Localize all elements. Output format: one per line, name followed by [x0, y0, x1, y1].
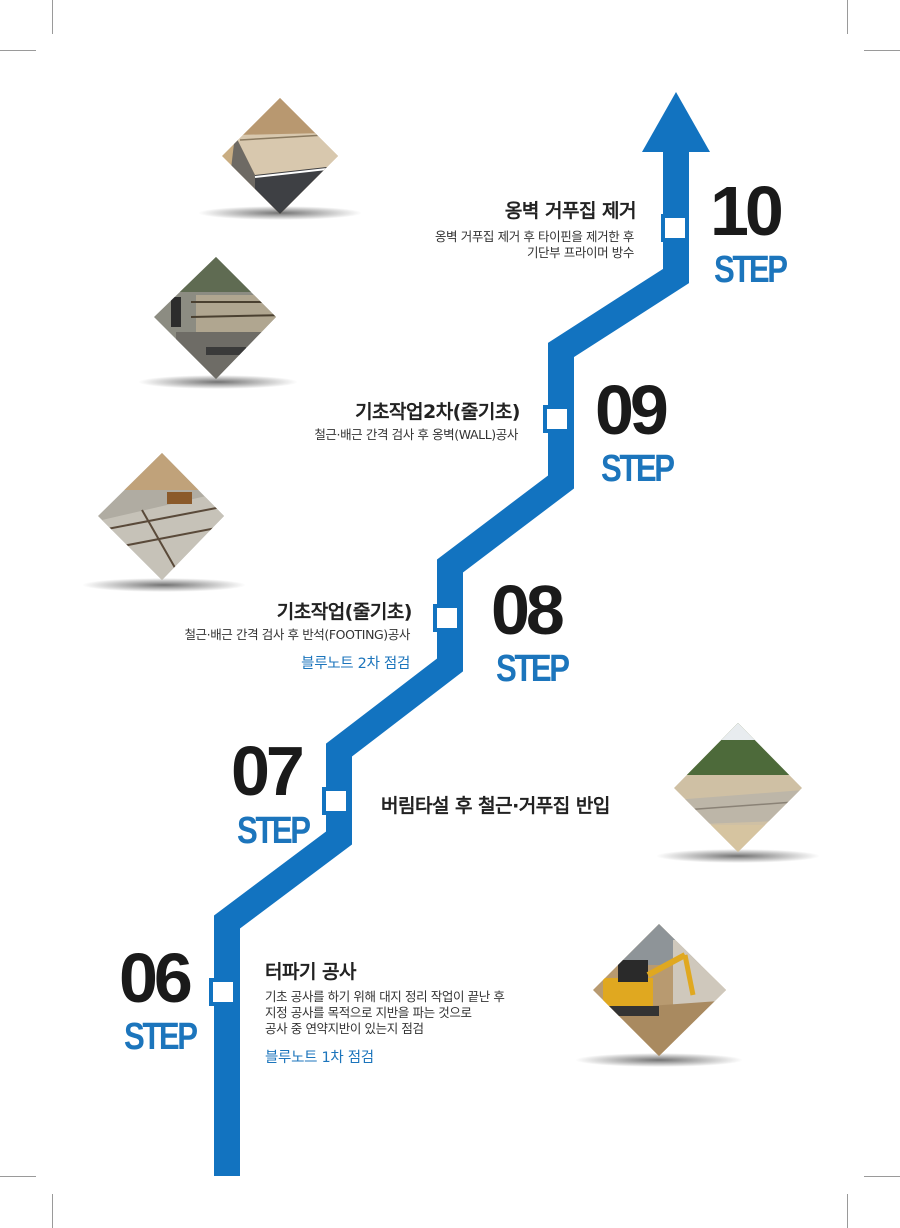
foundation-wall-photo [198, 98, 362, 220]
step-07-title: 버림타설 후 철근·거푸집 반입 [381, 795, 610, 817]
step-10-description-line: 기단부 프라이머 방수 [526, 245, 634, 260]
crop-mark [52, 1194, 53, 1228]
step-09-title: 기초작업2차(줄기초) [355, 401, 520, 423]
step-08-label: STEP [496, 648, 570, 690]
crop-mark [864, 50, 900, 51]
step-10-title: 옹벽 거푸집 제거 [504, 200, 637, 222]
step-08-note: 블루노트 2차 점검 [301, 656, 410, 672]
crop-mark [847, 1194, 848, 1228]
step-08-title: 기초작업(줄기초) [276, 601, 413, 623]
step-06-description-line: 기초 공사를 하기 위해 대지 정리 작업이 끝난 후 [265, 989, 505, 1004]
step-10-description-line: 옹벽 거푸집 제거 후 타이핀을 제거한 후 [434, 229, 634, 244]
step-09-label: STEP [601, 448, 675, 490]
step-08-description-line: 철근·배근 간격 검사 후 반석(FOOTING)공사 [184, 627, 410, 642]
arrow-head-icon [642, 92, 710, 152]
step-08-description: 철근·배근 간격 검사 후 반석(FOOTING)공사 [184, 627, 410, 643]
lean-concrete-photo [656, 723, 820, 863]
crop-mark [0, 50, 36, 51]
crop-mark [0, 1176, 36, 1177]
step-09-description-line: 철근·배근 간격 검사 후 옹벽(WALL)공사 [314, 427, 518, 442]
step-06-label: STEP [124, 1016, 198, 1058]
step-08-marker [433, 604, 461, 632]
excavator-photo [575, 924, 743, 1067]
step-09-marker [543, 405, 571, 433]
step-10-marker [661, 214, 689, 242]
wall-formwork-photo [138, 257, 298, 389]
step-10-label: STEP [714, 249, 788, 291]
step-10-number: 10 [710, 172, 784, 250]
step-07-marker [322, 787, 350, 815]
step-07-label: STEP [237, 810, 311, 852]
crop-mark [864, 1176, 900, 1177]
step-06-description: 기초 공사를 하기 위해 대지 정리 작업이 끝난 후 지정 공사를 목적으로 … [265, 989, 505, 1037]
step-06-note: 블루노트 1차 점검 [265, 1050, 374, 1066]
step-06-number: 06 [119, 939, 193, 1017]
step-08-number: 08 [491, 571, 565, 649]
footing-rebar-photo [82, 453, 246, 592]
step-07-number: 07 [231, 732, 305, 810]
step-06-description-line: 공사 중 연약지반이 있는지 점검 [265, 1021, 424, 1036]
step-06-description-line: 지정 공사를 목적으로 지반을 파는 것으로 [265, 1005, 472, 1020]
step-09-number: 09 [595, 371, 669, 449]
step-10-description: 옹벽 거푸집 제거 후 타이핀을 제거한 후 기단부 프라이머 방수 [435, 229, 634, 261]
step-06-marker [209, 978, 237, 1006]
step-06-title: 터파기 공사 [265, 961, 357, 983]
crop-mark [52, 0, 53, 34]
crop-mark [847, 0, 848, 34]
step-09-description: 철근·배근 간격 검사 후 옹벽(WALL)공사 [314, 427, 518, 443]
